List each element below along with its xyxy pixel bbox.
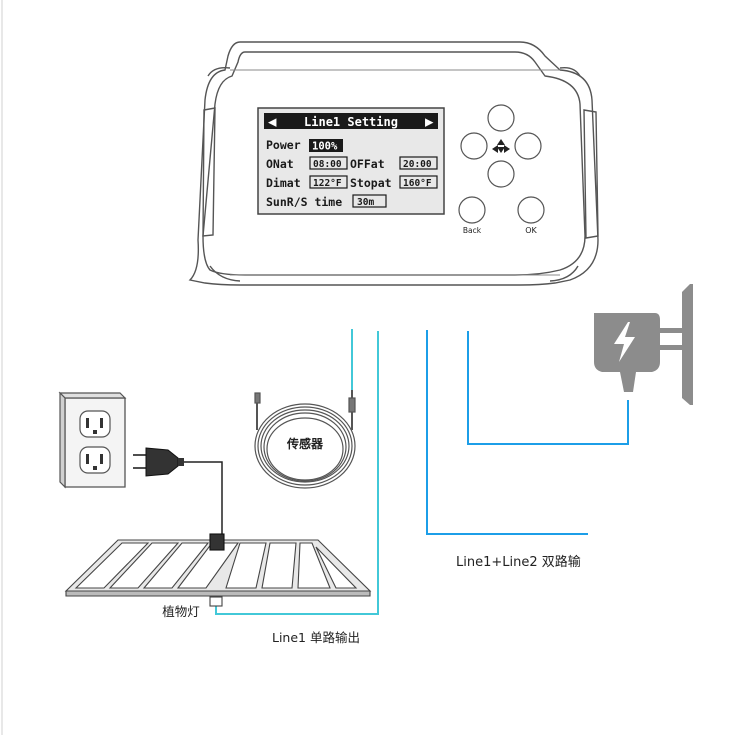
up-button[interactable] <box>487 104 515 132</box>
off-value-box <box>399 156 438 170</box>
dim-value-box <box>309 175 348 189</box>
sun-time-label: SunR/S time <box>266 195 342 209</box>
dual-line-label: Line1+Line2 双路输 <box>456 554 581 570</box>
stop-at-label: Stopat <box>350 176 392 190</box>
down-button[interactable] <box>487 160 515 188</box>
lcd-right-arrow-icon[interactable]: ▶ <box>425 116 434 129</box>
dpad-arrows-icon <box>492 139 510 153</box>
on-at-value[interactable]: 08:00 <box>313 159 342 170</box>
off-at-label: OFFat <box>350 157 385 171</box>
lightning-icon <box>614 322 635 362</box>
sun-value-box <box>352 194 387 208</box>
sun-time-value[interactable]: 30m <box>357 197 374 208</box>
plant-light-label: 植物灯 <box>162 604 200 619</box>
ok-button[interactable] <box>517 196 545 224</box>
power-value[interactable]: 100% <box>312 141 338 153</box>
power-value-box <box>309 139 343 152</box>
dual-line-cable <box>426 330 588 535</box>
sensor-coil-icon <box>254 390 356 489</box>
plant-light-icon <box>64 533 372 607</box>
lcd-left-arrow-icon[interactable]: ◀ <box>268 116 277 129</box>
power-label: Power <box>266 138 301 152</box>
power-cable <box>467 331 629 445</box>
ok-button-label: OK <box>525 226 537 235</box>
plug-icon <box>133 447 223 535</box>
wall-socket <box>682 284 693 405</box>
back-button-label: Back <box>463 226 482 235</box>
back-button[interactable] <box>458 196 486 224</box>
left-button[interactable] <box>460 132 488 160</box>
power-adapter-icon <box>594 284 693 405</box>
stop-at-value[interactable]: 160°F <box>403 178 432 189</box>
dim-at-value[interactable]: 122°F <box>313 178 342 189</box>
line1-single-label: Line1 单路输出 <box>272 630 360 645</box>
on-at-label: ONat <box>266 157 294 171</box>
dim-at-label: Dimat <box>266 176 301 190</box>
lcd-title: Line1 Setting <box>304 115 398 129</box>
off-at-value[interactable]: 20:00 <box>403 159 432 170</box>
stop-value-box <box>399 175 438 189</box>
lcd-screen: ◀ Line1 Setting ▶ Power 100% ONat 08:00 … <box>257 107 445 215</box>
right-button[interactable] <box>514 132 542 160</box>
lcd-title-bar <box>264 113 438 129</box>
on-value-box <box>309 156 348 170</box>
sensor-label: 传感器 <box>286 436 324 451</box>
wall-outlet-icon <box>58 391 127 489</box>
controller-device <box>188 41 599 286</box>
